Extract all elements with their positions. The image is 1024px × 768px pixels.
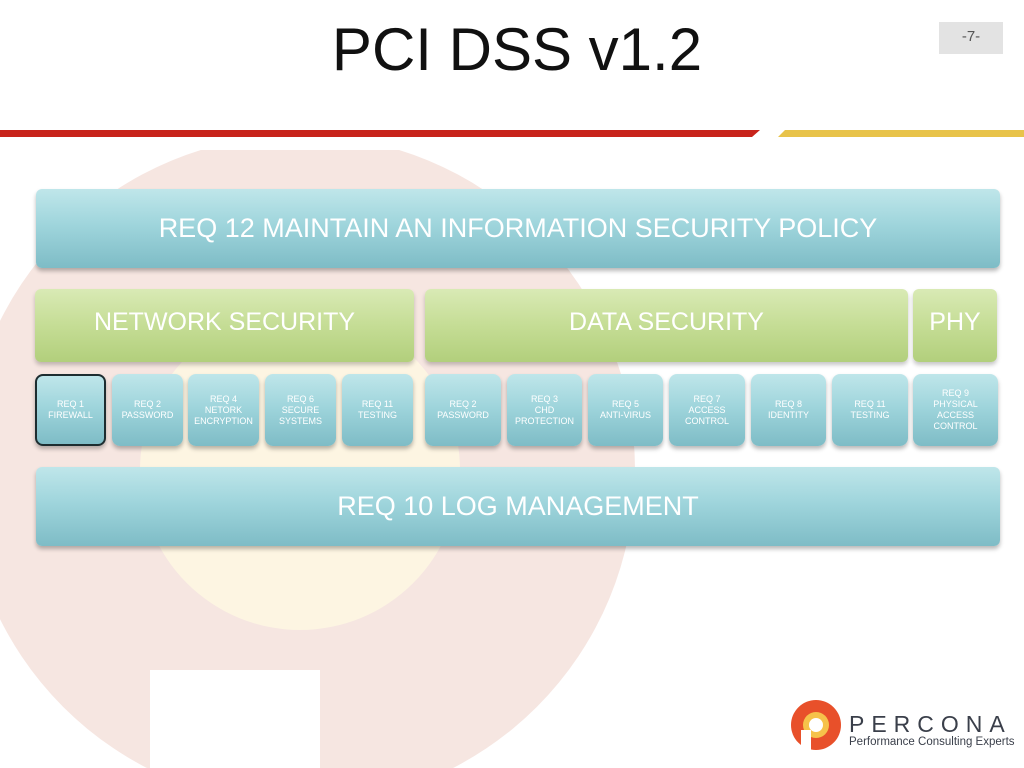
requirement-label-line: CONTROL — [684, 415, 729, 426]
requirement-label-line: FIREWALL — [48, 410, 93, 420]
requirement-label-line: CONTROL — [933, 421, 978, 431]
requirement-label-line: REQ 1 — [56, 399, 84, 409]
requirement-label-line: REQ 2 — [449, 399, 477, 409]
requirement-label-line: CHD — [534, 404, 555, 415]
header-stripe-yellow — [778, 130, 1024, 137]
logo-wordmark: PERCONA — [849, 711, 1012, 737]
header-stripe-red — [0, 130, 760, 137]
percona-p-logo-icon — [791, 700, 841, 750]
req12-banner-label: REQ 12 MAINTAIN AN INFORMATION SECURITY … — [158, 213, 878, 243]
req12-banner[interactable]: REQ 12 MAINTAIN AN INFORMATION SECURITY … — [36, 189, 1000, 268]
requirement-label-line: REQ 4 — [209, 393, 237, 404]
page-number: -7- — [939, 22, 1003, 54]
category-label: NETWORK SECURITY — [93, 308, 356, 336]
requirement-label-line: TESTING — [850, 410, 890, 420]
category-physical[interactable]: PHY — [913, 289, 997, 362]
category-label: DATA SECURITY — [569, 308, 764, 336]
req10-banner[interactable]: REQ 10 LOG MANAGEMENT — [36, 467, 1000, 546]
requirement-label-line: ACCESS — [688, 404, 726, 415]
requirement-label-line: PHYSICAL — [933, 399, 978, 409]
requirement-label-line: REQ 3 — [530, 393, 558, 404]
requirement-label-line: IDENTITY — [767, 410, 809, 420]
requirement-label-line: REQ 5 — [611, 399, 639, 409]
requirement-label-line: REQ 8 — [774, 399, 802, 409]
category-data-security[interactable]: DATA SECURITY — [425, 289, 908, 362]
requirement-label-line: REQ 6 — [286, 393, 314, 404]
percona-logo: PERCONA Performance Consulting Experts — [790, 698, 1015, 754]
logo-tagline: Performance Consulting Experts — [849, 736, 1015, 748]
requirement-label-line: REQ 11 — [361, 399, 394, 409]
requirement-label-line: TESTING — [357, 410, 397, 420]
requirement-label-line: NETORK — [204, 404, 243, 415]
header-stripe — [0, 130, 1024, 137]
category-network-security[interactable]: NETWORK SECURITY — [35, 289, 414, 362]
requirement-label-line: PASSWORD — [437, 410, 489, 420]
requirement-label-line: REQ 2 — [133, 399, 161, 409]
requirement-label-line: ENCRYPTION — [194, 415, 253, 426]
requirement-label-line: REQ 7 — [693, 393, 721, 404]
requirement-label-line: REQ 11 — [854, 399, 886, 409]
requirement-label-line: REQ 9 — [941, 388, 969, 398]
requirement-label-line: ACCESS — [936, 410, 974, 420]
slide-title: PCI DSS v1.2 — [331, 16, 703, 83]
requirement-label-line: PROTECTION — [514, 415, 574, 426]
requirement-label-line: SYSTEMS — [278, 415, 322, 426]
category-label: PHY — [929, 308, 981, 336]
requirement-label-line: SECURE — [281, 404, 320, 415]
req10-banner-label: REQ 10 LOG MANAGEMENT — [337, 491, 699, 521]
requirement-label-line: ANTI-VIRUS — [599, 410, 651, 420]
requirement-label-line: PASSWORD — [121, 410, 174, 420]
